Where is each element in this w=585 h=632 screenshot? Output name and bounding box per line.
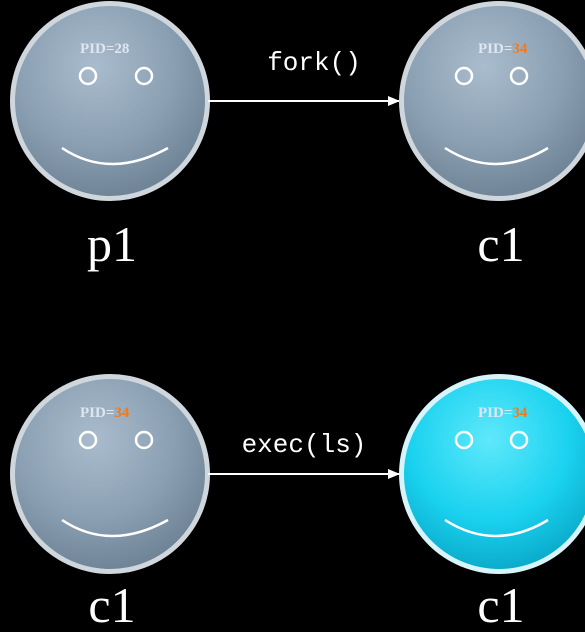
process-p1: PID=28 p1 (10, 1, 210, 272)
pid-value: 28 (114, 41, 129, 57)
call-label: fork() (267, 48, 361, 78)
pid-text: PID=34 (478, 405, 528, 421)
pid-value: 34 (512, 41, 528, 57)
pid-text: PID=34 (80, 405, 130, 421)
face-body (15, 6, 205, 196)
process-name: c1 (477, 577, 524, 627)
process-name: p1 (87, 216, 137, 272)
pid-label: PID= (80, 41, 114, 57)
pid-label: PID= (478, 41, 512, 57)
pid-label: PID= (478, 405, 512, 421)
pid-value: 34 (114, 405, 130, 421)
left-eye-icon (78, 430, 98, 450)
right-eye-icon (134, 66, 154, 86)
pid-label: PID= (80, 405, 114, 421)
process-name: c1 (477, 216, 524, 272)
row-fork: PID=28 p1 fork() PID=34 c1 (10, 1, 585, 272)
row-exec: PID=34 c1 exec(ls) PID=34 c1 (10, 374, 585, 632)
process-c1-child: PID=34 c1 (399, 1, 585, 272)
pid-value: 34 (512, 405, 528, 421)
smile-icon (444, 146, 549, 166)
right-eye-icon (134, 430, 154, 450)
call-label: exec(ls) (242, 430, 367, 460)
left-eye-icon (454, 430, 474, 450)
pid-text: PID=34 (478, 41, 528, 57)
right-eye-icon (509, 66, 529, 86)
left-eye-icon (454, 66, 474, 86)
right-eye-icon (509, 430, 529, 450)
smile-icon (61, 146, 169, 166)
smile-icon (61, 518, 169, 538)
process-c1-before-exec: PID=34 c1 (10, 374, 210, 632)
face-body (404, 6, 585, 196)
left-eye-icon (78, 66, 98, 86)
smile-icon (444, 518, 549, 538)
process-c1-after-exec: PID=34 c1 (399, 374, 585, 632)
process-name: c1 (88, 577, 135, 627)
pid-text: PID=28 (80, 41, 129, 57)
